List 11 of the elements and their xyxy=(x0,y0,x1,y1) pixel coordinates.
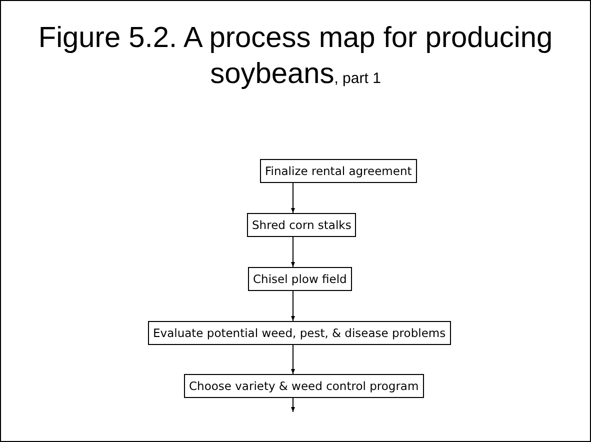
arrow xyxy=(291,398,295,412)
arrow xyxy=(291,182,295,214)
arrow xyxy=(291,236,295,268)
arrow xyxy=(291,290,295,322)
process-box: Shred corn stalks xyxy=(247,213,356,237)
process-box: Choose variety & weed control program xyxy=(184,374,424,398)
process-box: Chisel plow field xyxy=(248,267,352,291)
process-box: Evaluate potential weed, pest, & disease problems xyxy=(148,321,451,345)
process-box: Finalize rental agreement xyxy=(260,159,417,183)
title: Figure 5.2. A process map for producing soybeans, part 1 xyxy=(37,21,554,92)
arrow xyxy=(291,344,295,374)
